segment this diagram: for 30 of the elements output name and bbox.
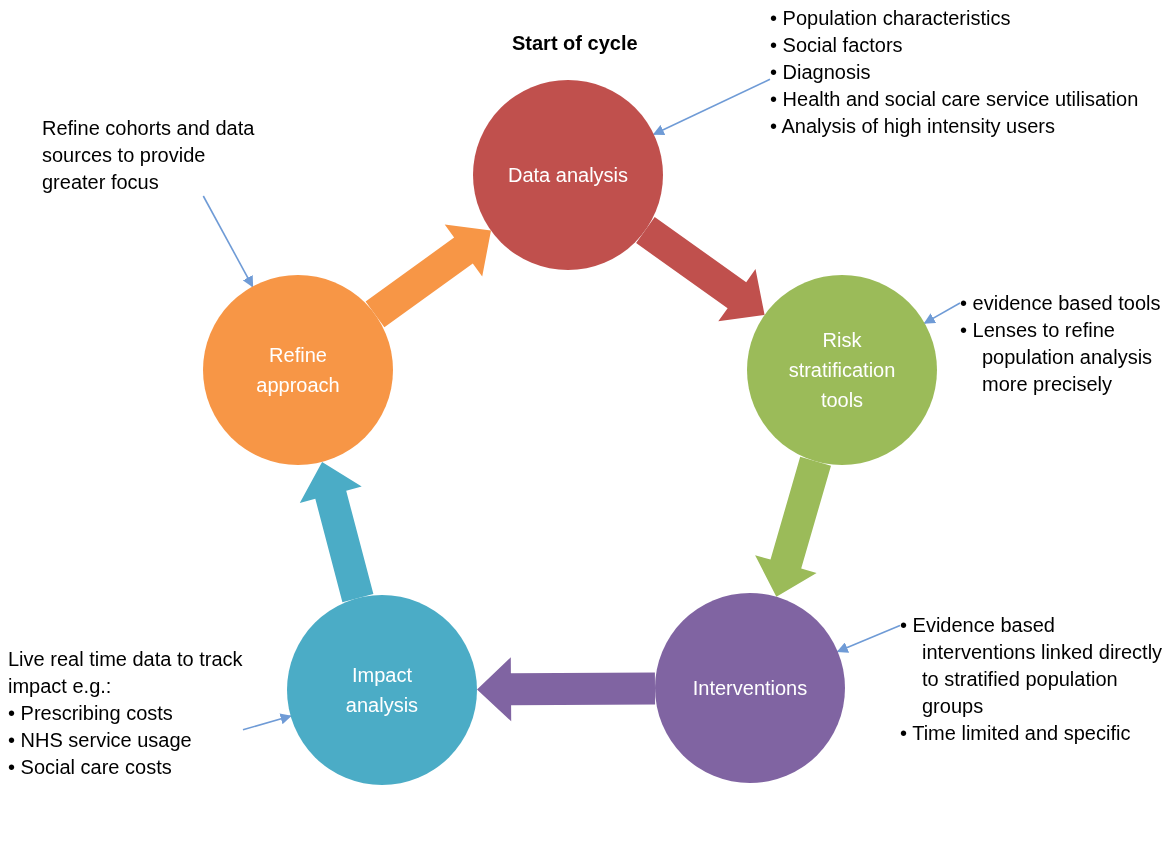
block-arrow (365, 224, 491, 328)
leader-line (202, 195, 254, 288)
bullet-item: • Time limited and specific (900, 721, 1132, 746)
note-text: Live real time data to track impact e.g.: (8, 647, 243, 699)
heading-text: Start of cycle (512, 32, 638, 55)
block-arrow (299, 461, 374, 603)
circle-label: Interventions (692, 676, 808, 701)
leader-line (923, 302, 961, 324)
bullet-item: • NHS service usage (8, 728, 193, 753)
leader-line (836, 624, 901, 653)
bullet-item: • evidence based tools (960, 291, 1162, 316)
bullet-item: • Social factors (770, 33, 904, 58)
bullet-item: • Evidence based interventions linked directly to stratified population groups (900, 613, 1164, 719)
bullet-item: • Diagnosis (770, 60, 872, 85)
block-arrow (477, 657, 656, 722)
circle-label: Data analysis (507, 163, 629, 188)
bullet-item: • Population characteristics (770, 6, 1012, 31)
leader-line (652, 78, 771, 136)
bullet-item: • Lenses to refine population analysis more precisely (960, 318, 1154, 397)
circle-label: Risk stratification tools (787, 328, 897, 413)
circle-label: Refine approach (255, 343, 341, 398)
circle-label: Impact analysis (344, 663, 420, 718)
block-arrow (755, 456, 831, 597)
bullet-item: • Health and social care service utilisation (770, 87, 1140, 112)
block-arrow (636, 217, 765, 322)
leader-line (242, 713, 292, 731)
bullet-item: • Social care costs (8, 755, 173, 780)
note-text: Refine cohorts and data sources to provide greater focus (42, 116, 256, 195)
bullet-item: • Analysis of high intensity users (770, 114, 1056, 139)
bullet-item: • Prescribing costs (8, 701, 174, 726)
